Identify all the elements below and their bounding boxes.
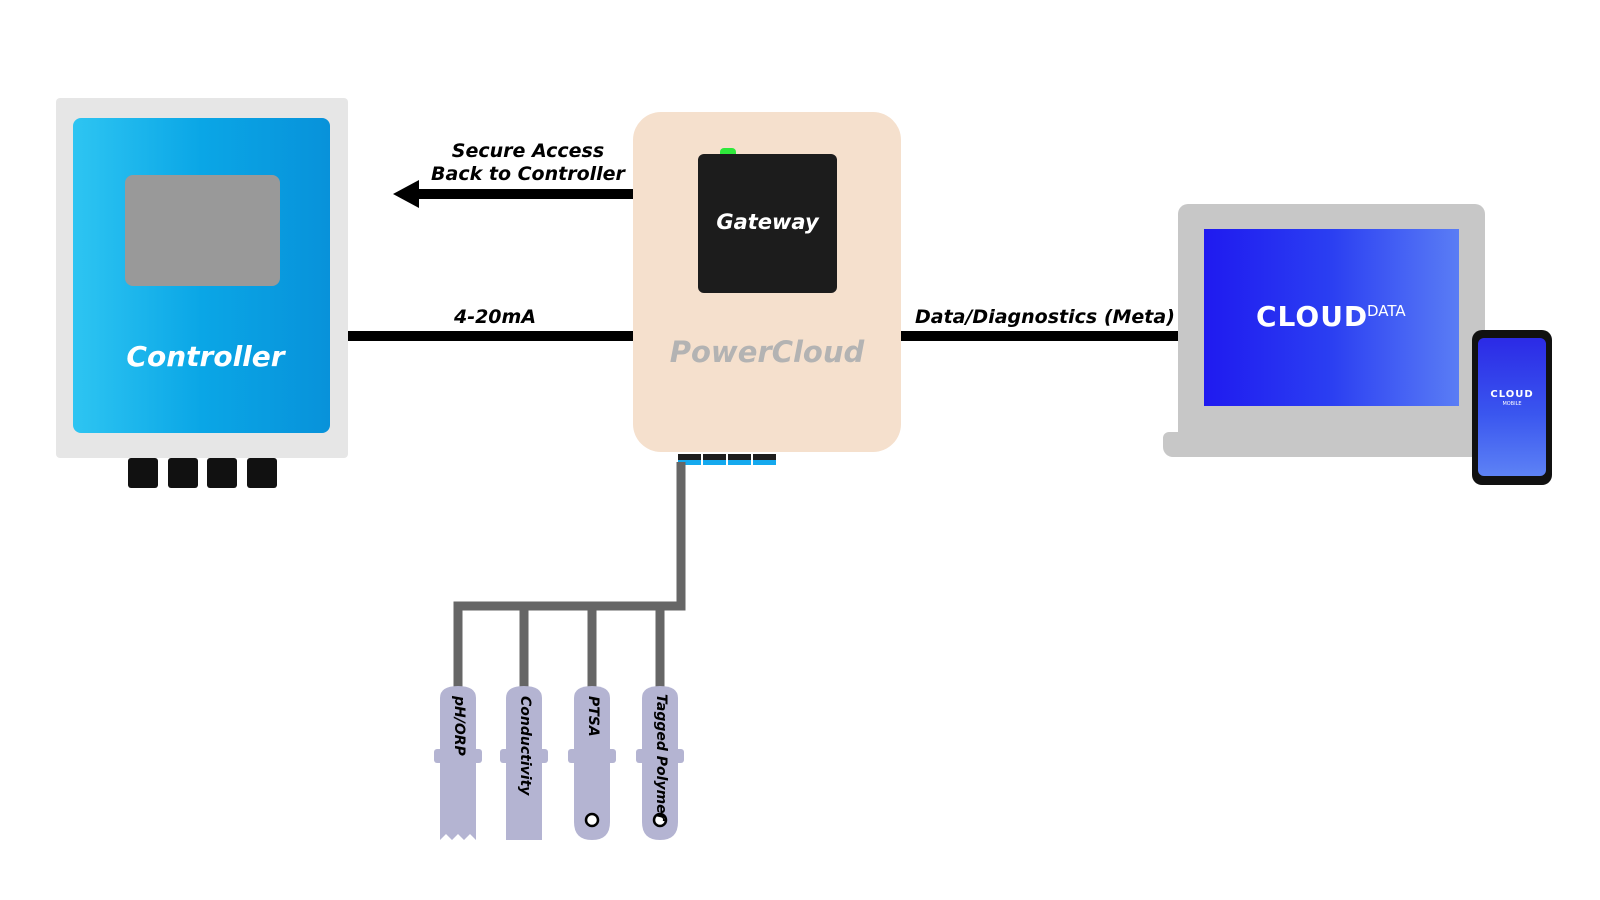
controller-port [247,458,277,488]
probe-conductivity [500,686,548,840]
controller-label: Controller [126,340,285,373]
controller-port [168,458,198,488]
controller-port [207,458,237,488]
controller-screen [125,175,280,286]
probe-label-tagged-polymer: Tagged Polymer [653,694,669,821]
controller-port [128,458,158,488]
powercloud-port [728,454,751,465]
powercloud-port [678,454,701,465]
probe-label-ph-orp: pH/ORP [451,696,467,756]
gateway-label: Gateway [716,210,819,234]
secure-access-arrow-line [416,189,636,199]
cloud-data-logo-sup: DATA [1367,302,1406,320]
cloud-mobile-logo-sub: MOBILE [1502,401,1522,407]
probe-label-conductivity: Conductivity [517,696,533,796]
secure-access-label-1: Secure Access [451,140,605,162]
arrow-left-icon [393,180,419,208]
cloud-data-logo: CLOUD [1256,300,1369,333]
probe-ptsa [568,686,616,840]
analog-link-label: 4-20mA [453,306,537,328]
probe-tagged-polymer [636,686,684,840]
powercloud-port [753,454,776,465]
laptop-screen [1204,229,1459,406]
analog-link-line [348,331,635,341]
secure-access-label-2: Back to Controller [431,163,625,185]
laptop-base [1163,432,1488,457]
gateway-status-led [720,148,736,156]
data-link-line [901,331,1181,341]
data-link-label: Data/Diagnostics (Meta) [915,306,1175,328]
cloud-mobile-logo: CLOUD [1490,389,1534,400]
probe-ph-orp [434,686,482,840]
phone-screen [1478,338,1546,476]
powercloud-port [703,454,726,465]
gateway-device [698,154,837,293]
probe-label-ptsa: PTSA [585,696,601,737]
powercloud-label: PowerCloud [669,335,865,369]
